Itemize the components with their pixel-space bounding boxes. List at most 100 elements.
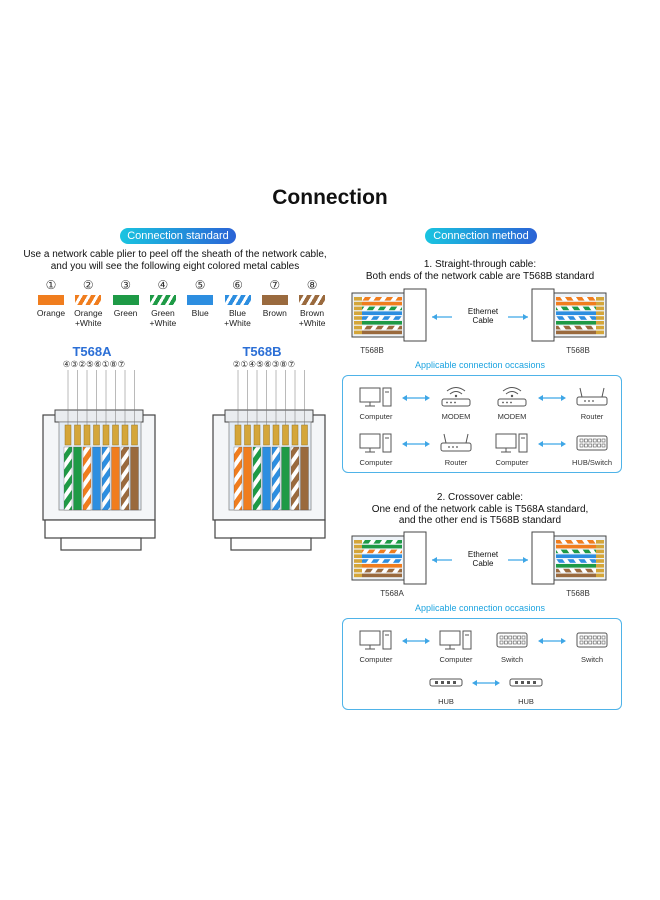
wire-number-2: ② [82,278,94,292]
mini-wire [556,544,596,549]
gold-pin [102,424,110,446]
bidirectional-arrow-icon [538,395,566,401]
device-label: Computer [359,458,393,467]
crossover-line-2: One end of the network cable is T568A st… [371,503,589,515]
mini-wire [362,549,402,554]
mini-wire [362,554,402,558]
straight-occasions-title: Applicable connection occasions [414,360,546,370]
wire-green-white [252,446,262,511]
computer-icon [359,433,392,453]
gold-pin [93,424,100,446]
wire-label-3: Green [106,308,146,318]
mini-wire [556,316,596,320]
connector-boot [230,537,312,551]
mini-gold-pin [354,316,362,320]
connector-base [44,519,156,539]
gold-pin [112,424,119,446]
crossover-left-label: T568A [380,589,404,598]
wire-green [281,446,290,511]
mini-wire [362,540,402,544]
device-label: MODEM [497,412,527,421]
mini-gold-pin [596,316,604,320]
mini-wire [362,311,402,315]
crossover-ethernet-cable-label: Ethernet Cable [455,550,511,568]
mini-gold-pin [354,568,362,573]
mini-gold-pin [354,306,362,311]
wire-label-8: Brown+White [292,308,332,328]
t568b-connector [212,370,326,551]
straight-left-label: T568B [360,346,384,355]
wire-number-1: ① [45,278,57,292]
mini-boot [531,288,555,342]
wire-orange [111,446,120,511]
t568a-title: T568A [72,344,112,359]
device-label: Router [444,458,468,467]
hub-icon [429,678,463,687]
mini-gold-pin [596,568,604,573]
connection-method-pill: Connection method [425,228,537,244]
wire-blue-white [101,446,111,511]
mini-gold-pin [596,330,604,335]
device-label: Switch [580,655,604,664]
intro-line-2: and you will see the following eight col… [50,260,300,272]
router-icon [440,433,472,452]
mini-gold-pin [354,321,362,325]
wire-green [73,446,82,511]
wire-number-4: ④ [157,278,169,292]
mini-connector-body [531,288,607,342]
t568b-title: T568B [242,344,282,359]
bidirectional-arrow-icon [402,395,430,401]
mini-gold-pin [596,573,604,578]
gold-pin [234,424,242,446]
hub-icon [509,678,543,687]
computer-icon [495,433,528,453]
straight-occasions-box [342,375,622,473]
straight-through-heading: 1. Straight-through cable: Both ends of … [350,259,610,282]
mini-boot [403,288,427,342]
mini-gold-pin [354,554,362,558]
mini-gold-pin [596,301,604,306]
mini-gold-pin [354,540,362,544]
wire-label-line-2: +White [298,318,326,328]
mini-wire [362,564,402,568]
straight-left-connector [351,288,427,342]
mini-wire [362,330,402,335]
computer-icon [439,630,472,650]
device-pair: Computer Router [356,431,476,471]
modem-icon [441,387,471,407]
mini-wire [362,321,402,325]
mini-gold-pin [596,554,604,558]
mini-wire [362,301,402,306]
connection-standard-pill: Connection standard [120,228,236,244]
switch-icon [576,435,608,451]
wire-label-4: Green+White [143,308,183,328]
crossover-right-label: T568B [566,589,590,598]
gold-pin [83,424,91,446]
mini-wire [556,549,596,554]
gold-pin [131,424,138,446]
wire-blue-white [271,446,281,511]
device-label: HUB [518,697,534,706]
mini-gold-pin [354,559,362,563]
wire-swatch-4 [149,295,176,305]
modem-icon [497,387,527,407]
mini-gold-pin [354,311,362,315]
mini-wire [362,568,402,573]
t568b-pin-sequence: ②①④⑤⑥③⑧⑦ [232,359,296,369]
crossover-occasions-title: Applicable connection occasions [414,603,546,613]
wire-swatch-7 [261,295,288,305]
crossover-line-3: and the other end is T568B standard [398,515,562,526]
wire-brown-white [290,446,300,511]
mini-connector-body [351,288,427,342]
crossover-right-connector [531,531,607,585]
computer-icon [359,630,392,650]
mini-gold-pin [596,549,604,554]
mini-boot [403,531,427,585]
crossover-cable-line-2: Cable [472,559,494,568]
wire-orange-white [233,446,243,511]
